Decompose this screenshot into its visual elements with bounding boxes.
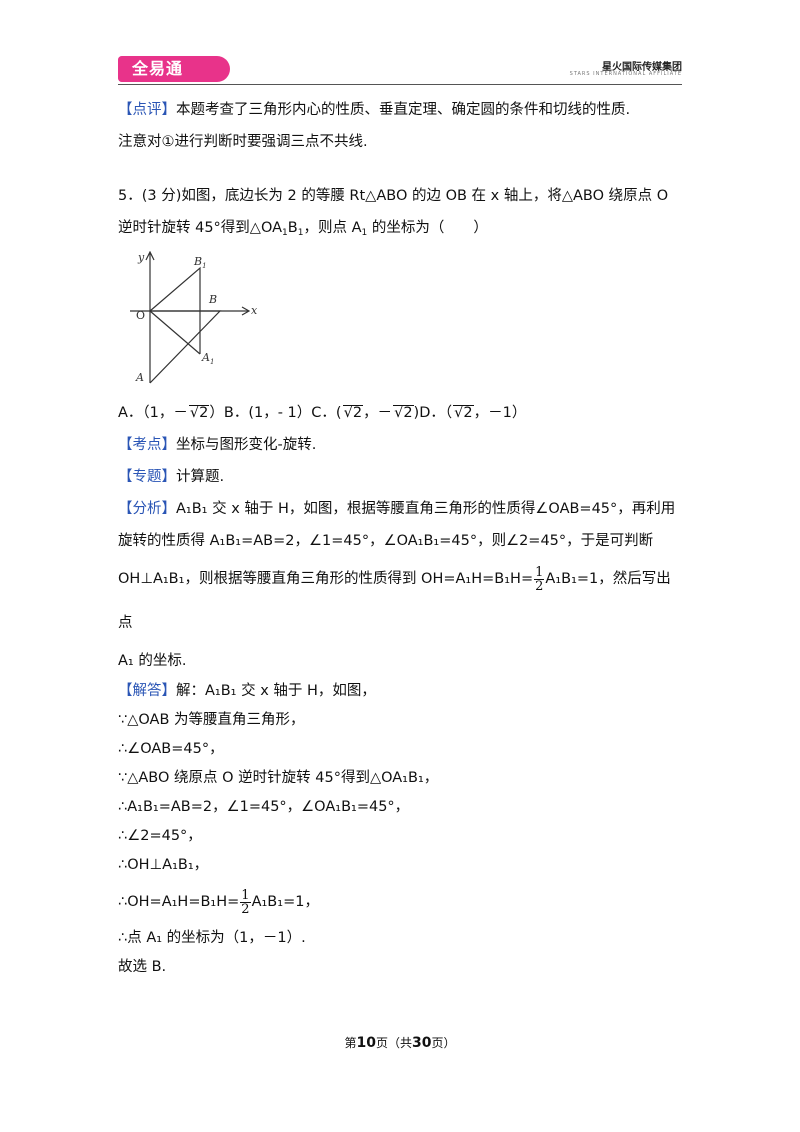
page-header: 全易通 星火国际传媒集团 STARS INTERNATIONAL AFFILIA…	[118, 54, 682, 86]
option-text: ）B．(1，- 1）C．(	[209, 405, 342, 421]
sqrt-symbol: √2	[453, 405, 474, 421]
option-text: )D．（	[413, 405, 453, 421]
option-text: A．（1，－	[118, 405, 188, 421]
kaodian-line: 【考点】坐标与图形变化-旋转.	[118, 429, 682, 461]
solution-step-1: ∵△OAB 为等腰直角三角形，	[118, 712, 305, 728]
footer-text: 页（共	[375, 1036, 412, 1050]
question-line-1: 5．(3 分)如图，底边长为 2 的等腰 Rt△ABO 的边 OB 在 x 轴上…	[118, 188, 669, 204]
solution-step-5: ∴∠2=45°，	[118, 828, 202, 844]
question-line-2: 逆时针旋转 45°得到△OA1B1，则点 A1 的坐标为（ ）	[118, 212, 682, 249]
answer-options: A．（1，－√2）B．(1，- 1）C．(√2，－√2)D．（√2，－1）	[118, 397, 682, 429]
label-o: O	[136, 309, 145, 322]
page-content: 【点评】本题考查了三角形内心的性质、垂直定理、确定圆的条件和切线的性质. 注意对…	[118, 94, 682, 982]
label-b: B	[208, 293, 217, 306]
page-number: 10	[356, 1035, 376, 1051]
kaodian-text: 坐标与图形变化-旋转.	[176, 437, 317, 453]
review-line-1: 【点评】本题考查了三角形内心的性质、垂直定理、确定圆的条件和切线的性质.	[118, 94, 682, 126]
sqrt-radicand: 2	[403, 405, 413, 421]
brand-name: 星火国际传媒集团	[602, 62, 682, 73]
label-y: y	[137, 251, 145, 264]
q-text-a: 逆时针旋转 45°得到△OA	[118, 220, 283, 236]
figure-svg: y x O B1 B A1 A	[130, 250, 258, 384]
analysis-line-1: 【分析】A₁B₁ 交 x 轴于 H，如图，根据等腰直角三角形的性质得∠OAB=4…	[118, 493, 682, 525]
sqrt-symbol: √2	[342, 405, 364, 421]
q-text-b: B	[287, 220, 298, 236]
zhuanti-tag: 【专题】	[118, 469, 176, 485]
segment-o-a1	[149, 310, 201, 355]
analysis-line-4: A₁ 的坐标.	[118, 653, 187, 669]
spacer	[118, 158, 682, 180]
kaodian-tag: 【考点】	[118, 437, 176, 453]
solution-intro: 【解答】解：A₁B₁ 交 x 轴于 H，如图，	[118, 677, 682, 706]
review-tag: 【点评】	[118, 102, 176, 118]
q-text-d: 的坐标为（ ）	[367, 220, 488, 236]
solution-text: ∴OH=A₁H=B₁H=	[118, 894, 240, 910]
zhuanti-line: 【专题】计算题.	[118, 461, 682, 493]
solution-step-3: ∵△ABO 绕原点 O 逆时针旋转 45°得到△OA₁B₁，	[118, 770, 439, 786]
option-text: ，－	[363, 405, 393, 421]
page-total: 30	[412, 1035, 432, 1051]
sqrt-symbol: √2	[188, 405, 210, 421]
label-x: x	[251, 304, 258, 317]
sqrt-radicand: 2	[352, 405, 363, 421]
triangle-abo	[149, 310, 222, 384]
solution-step-8: ∴点 A₁ 的坐标为（1，－1）.	[118, 930, 306, 946]
analysis-text: OH⊥A₁B₁，则根据等腰直角三角形的性质得到 OH=A₁H=B₁H=	[118, 571, 534, 587]
label-b1: B1	[193, 255, 207, 270]
fraction-denominator: 2	[535, 578, 544, 594]
solution-step-4: ∴A₁B₁=AB=2，∠1=45°，∠OA₁B₁=45°，	[118, 799, 410, 815]
analysis-text: A₁B₁ 交 x 轴于 H，如图，根据等腰直角三角形的性质得∠OAB=45°，再…	[176, 501, 676, 517]
rotation-figure: y x O B1 B A1 A	[130, 250, 260, 391]
triangle-o-b1-h	[149, 266, 201, 312]
header-divider	[118, 84, 682, 85]
fraction-numerator: 1	[240, 887, 251, 903]
brand-subtitle: STARS INTERNATIONAL AFFILIATE	[569, 71, 682, 77]
q-text-c: ，则点 A	[303, 220, 362, 236]
sqrt-symbol: √2	[393, 405, 414, 421]
analysis-line-2: 旋转的性质得 A₁B₁=AB=2，∠1=45°，∠OA₁B₁=45°，则∠2=4…	[118, 533, 654, 549]
page-footer: 第10页（共30页）	[0, 1034, 800, 1051]
footer-text: 第	[344, 1036, 357, 1050]
label-a1: A1	[201, 351, 214, 366]
fraction-numerator: 1	[534, 564, 545, 580]
option-text: ，－1）	[473, 405, 527, 421]
q-sub: 1	[282, 228, 288, 238]
logo: 全易通	[118, 56, 230, 82]
solution-text: 解：A₁B₁ 交 x 轴于 H，如图，	[176, 683, 376, 699]
analysis-text: A₁B₁=1，然后写出点	[118, 571, 671, 631]
review-text: 本题考查了三角形内心的性质、垂直定理、确定圆的条件和切线的性质.	[176, 102, 631, 118]
q-sub: 1	[297, 228, 304, 238]
solution-text: A₁B₁=1，	[251, 894, 319, 910]
solution-step-9: 故选 B.	[118, 959, 167, 975]
analysis-tag: 【分析】	[118, 501, 176, 517]
solution-tag: 【解答】	[118, 683, 176, 699]
sqrt-radicand: 2	[199, 405, 209, 421]
solution-step-2: ∴∠OAB=45°，	[118, 741, 224, 757]
footer-text: 页）	[431, 1036, 456, 1050]
label-a: A	[135, 371, 144, 384]
zhuanti-text: 计算题.	[176, 469, 225, 485]
q-sub: 1	[361, 228, 368, 238]
sqrt-radicand: 2	[463, 405, 473, 421]
review-line-2: 注意对①进行判断时要强调三点不共线.	[118, 134, 368, 150]
y-axis-arrow	[145, 250, 155, 261]
solution-step-6: ∴OH⊥A₁B₁，	[118, 857, 209, 873]
fraction-denominator: 2	[241, 901, 250, 917]
x-axis-arrow	[241, 306, 251, 316]
